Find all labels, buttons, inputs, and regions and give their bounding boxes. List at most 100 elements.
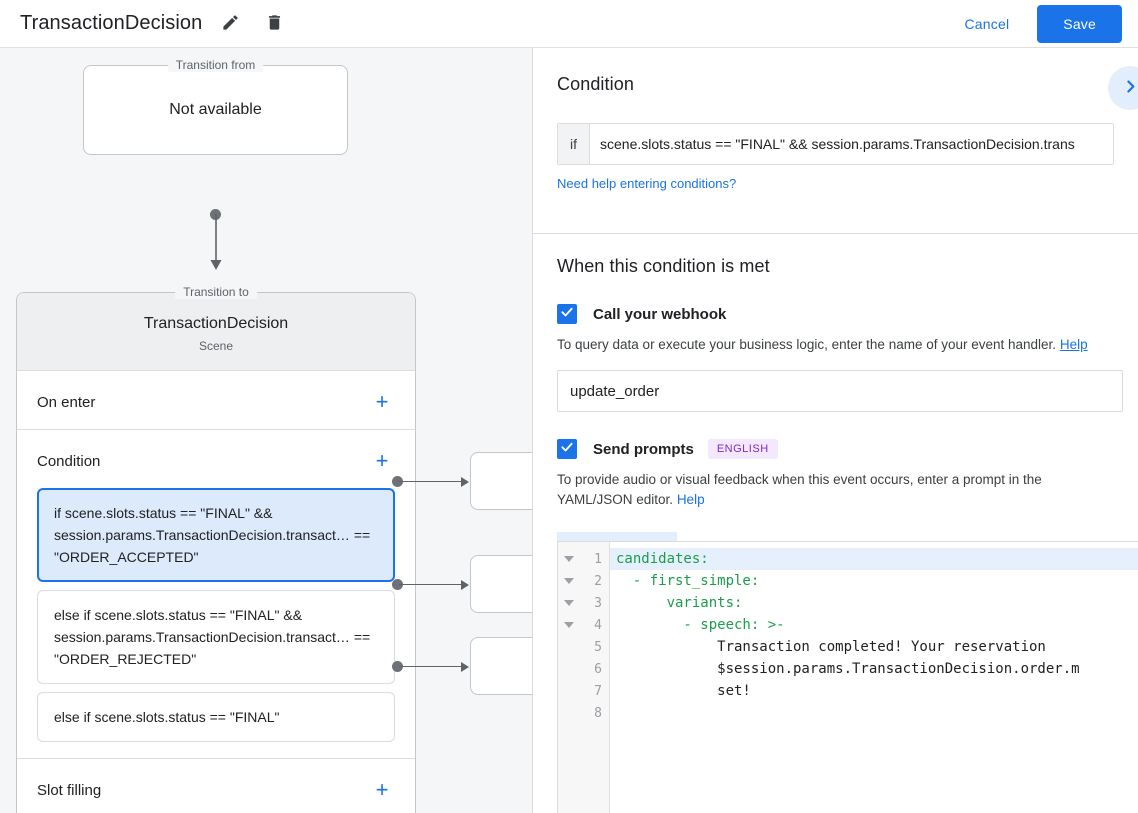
fold-arrow-icon[interactable] [564, 556, 574, 562]
call-webhook-checkbox[interactable] [557, 304, 577, 324]
condition-2-target-box[interactable] [470, 637, 532, 695]
gutter-row: 2 [558, 570, 609, 592]
panel-separator [533, 233, 1138, 234]
scene-card: Transition to TransactionDecision Scene … [16, 285, 416, 813]
code-line-text: $session.params.TransactionDecision.orde… [616, 661, 1080, 677]
page-title: TransactionDecision [20, 12, 203, 34]
section-title-on-enter: On enter [37, 393, 96, 411]
code-line [610, 702, 1138, 724]
section-on-enter: On enter + [17, 371, 415, 430]
condition-expression-input[interactable] [590, 124, 1113, 164]
gutter-row: 7 [558, 680, 609, 702]
section-title-slot-filling: Slot filling [37, 781, 102, 799]
line-number: 1 [594, 551, 602, 567]
code-line: $session.params.TransactionDecision.orde… [610, 658, 1138, 680]
add-condition-button[interactable]: + [369, 448, 395, 474]
scene-graph-canvas[interactable]: Transition from Not available Transition… [0, 48, 532, 813]
code-line: candidates: [610, 548, 1138, 570]
cancel-button[interactable]: Cancel [951, 7, 1024, 41]
edge-arrow-down-icon [210, 214, 222, 270]
chevron-right-icon [1122, 78, 1138, 98]
condition-0-edge-arrow-icon [461, 477, 469, 487]
code-line-text: Transaction completed! Your reservation [616, 639, 1046, 655]
yaml-editor[interactable]: 1 2 3 4 5 6 7 8 candidates: - first_simp… [557, 541, 1138, 813]
condition-1-edge-line [399, 584, 467, 585]
condition-panel-heading: Condition [557, 74, 634, 94]
call-webhook-description-text: To query data or execute your business l… [557, 337, 1057, 352]
line-number: 8 [594, 705, 602, 721]
code-line-text: - first_simple: [616, 573, 760, 589]
when-condition-met-section: When this condition is met Call your web… [533, 234, 1138, 570]
fold-arrow-icon[interactable] [564, 600, 574, 606]
delete-button[interactable] [258, 8, 290, 40]
pencil-icon [221, 13, 240, 35]
scene-column: Transition from Not available [16, 48, 416, 155]
line-number: 2 [594, 573, 602, 589]
language-badge: ENGLISH [707, 439, 778, 459]
save-button[interactable]: Save [1037, 4, 1122, 43]
condition-2-edge-dot [392, 661, 403, 672]
call-webhook-label: Call your webhook [593, 305, 727, 323]
call-webhook-help-link[interactable]: Help [1059, 337, 1088, 352]
app-header: TransactionDecision Cancel Save [0, 0, 1138, 48]
send-prompts-description-text: To provide audio or visual feedback when… [557, 472, 1042, 507]
gutter-row: 1 [558, 548, 609, 570]
code-line: variants: [610, 592, 1138, 614]
call-webhook-description: To query data or execute your business l… [557, 335, 1114, 355]
transition-to-legend: Transition to [175, 285, 257, 299]
trash-icon [265, 13, 284, 35]
send-prompts-row: Send prompts ENGLISH [557, 439, 1114, 459]
add-on-enter-button[interactable]: + [369, 389, 395, 415]
gutter-row: 4 [558, 614, 609, 636]
fold-arrow-icon[interactable] [564, 622, 574, 628]
gutter-row: 5 [558, 636, 609, 658]
line-number: 3 [594, 595, 602, 611]
editor-gutter: 1 2 3 4 5 6 7 8 [558, 542, 610, 813]
transition-from-card[interactable]: Transition from Not available [83, 58, 348, 155]
if-label: if [558, 124, 590, 164]
condition-list: if scene.slots.status == "FINAL" && sess… [17, 488, 415, 758]
section-condition: Condition + if scene.slots.status == "FI… [17, 430, 415, 759]
send-prompts-help-link[interactable]: Help [676, 492, 705, 507]
call-webhook-row: Call your webhook [557, 304, 1114, 324]
send-prompts-label: Send prompts [593, 440, 694, 458]
condition-0-edge-line [399, 481, 467, 482]
condition-item-2[interactable]: else if scene.slots.status == "FINAL" [37, 692, 395, 742]
need-help-conditions-link[interactable]: Need help entering conditions? [557, 176, 737, 191]
code-line-text: - speech: >- [616, 617, 785, 633]
panel-divider [532, 48, 533, 813]
expand-panel-button[interactable] [1108, 66, 1138, 110]
gutter-row: 8 [558, 702, 609, 724]
line-number: 6 [594, 661, 602, 677]
section-slot-filling: Slot filling + Slot validation [17, 759, 415, 813]
condition-2-edge-arrow-icon [461, 662, 469, 672]
code-line: set! [610, 680, 1138, 702]
scene-card-header[interactable]: Transition to TransactionDecision Scene [17, 285, 415, 371]
gutter-row: 3 [558, 592, 609, 614]
webhook-handler-input[interactable] [557, 370, 1123, 412]
code-line: Transaction completed! Your reservation [610, 636, 1138, 658]
code-line: - speech: >- [610, 614, 1138, 636]
transition-from-value: Not available [169, 101, 262, 118]
condition-2-edge-line [399, 666, 467, 667]
scene-type: Scene [198, 339, 234, 353]
send-prompts-checkbox[interactable] [557, 439, 577, 459]
code-line-text: set! [616, 683, 751, 699]
condition-if-row[interactable]: if [557, 123, 1114, 165]
condition-0-target-box[interactable] [470, 452, 532, 510]
condition-item-0[interactable]: if scene.slots.status == "FINAL" && sess… [37, 488, 395, 582]
add-slot-filling-button[interactable]: + [369, 777, 395, 803]
code-line-text: variants: [616, 595, 743, 611]
fold-arrow-icon[interactable] [564, 578, 574, 584]
line-number: 5 [594, 639, 602, 655]
code-line: - first_simple: [610, 570, 1138, 592]
condition-1-target-box[interactable] [470, 555, 532, 613]
header-actions: Cancel Save [951, 4, 1138, 43]
edit-name-button[interactable] [214, 8, 246, 40]
editor-code-area[interactable]: candidates: - first_simple: variants: - … [610, 542, 1138, 813]
gutter-row: 6 [558, 658, 609, 680]
line-number: 4 [594, 617, 602, 633]
condition-item-1[interactable]: else if scene.slots.status == "FINAL" &&… [37, 590, 395, 684]
line-number: 7 [594, 683, 602, 699]
condition-0-edge-dot [392, 476, 403, 487]
